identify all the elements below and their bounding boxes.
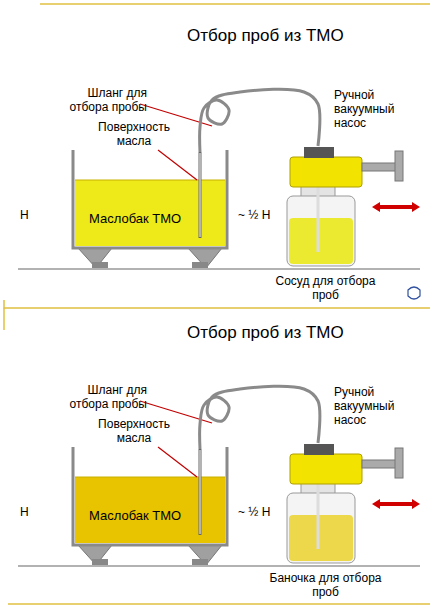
vessel-label: Сосуд для отбора проб [263,274,388,302]
motion-arrow [372,499,420,509]
hose-label: Шланг для отбора пробы [52,86,147,114]
panel-illustration [18,401,420,613]
dimension-label: ~ ½ H [238,505,282,519]
panel-title: Отбор проб из ТМО [187,323,344,343]
pump-body [290,454,362,484]
oil-fill [75,477,225,543]
oil-tank: Маслобак ТМО [75,152,225,246]
sampling-hose [200,89,320,152]
tank-wall [73,150,227,248]
tank-label: Маслобак ТМО [89,509,181,523]
pump-cap [304,147,334,158]
sample-vessel: Баночка для отбора проб [283,443,368,563]
dimension-label: ~ ½ H [238,208,282,222]
sample-vessel: Сосуд для отбора проб [283,146,368,266]
height-label: H [20,505,40,519]
pump-handle [395,151,403,181]
dip-tube [199,449,202,535]
jar-body [287,196,355,266]
motion-arrow [372,202,420,212]
hose-label: Шланг для отбора пробы [52,383,147,411]
pump-cap [304,444,334,455]
leader-line [158,150,197,180]
surface-label: Поверхность масла [92,417,176,445]
surface-label: Поверхность масла [92,120,176,148]
vessel-label: Баночка для отбора проб [263,571,388,599]
dip-tube [199,152,202,238]
ground-line [18,565,420,567]
pump-handle [395,448,403,478]
pump-label: Ручной вакуумный насос [334,88,414,130]
corner-icon [408,287,420,299]
panel-illustration [18,104,420,299]
sampling-hose [200,386,320,449]
tank-wall [73,447,227,545]
tank-legs [78,545,222,565]
panel-title: Отбор проб из ТМО [187,26,344,46]
oil-fill [75,180,225,246]
height-label: H [20,208,40,222]
pump-rod [362,460,396,468]
ground-line [18,268,420,270]
jar-oil [289,515,353,561]
pump-rod [362,163,396,171]
pump-body [290,157,362,187]
leader-line [158,447,197,477]
tank-label: Маслобак ТМО [89,212,181,226]
oil-tank: Маслобак ТМО [75,449,225,543]
pump-label: Ручной вакуумный насос [334,385,414,427]
frame-lines [4,4,430,604]
jar-body [287,493,355,563]
tank-legs [78,248,222,268]
jar-oil [289,218,353,264]
